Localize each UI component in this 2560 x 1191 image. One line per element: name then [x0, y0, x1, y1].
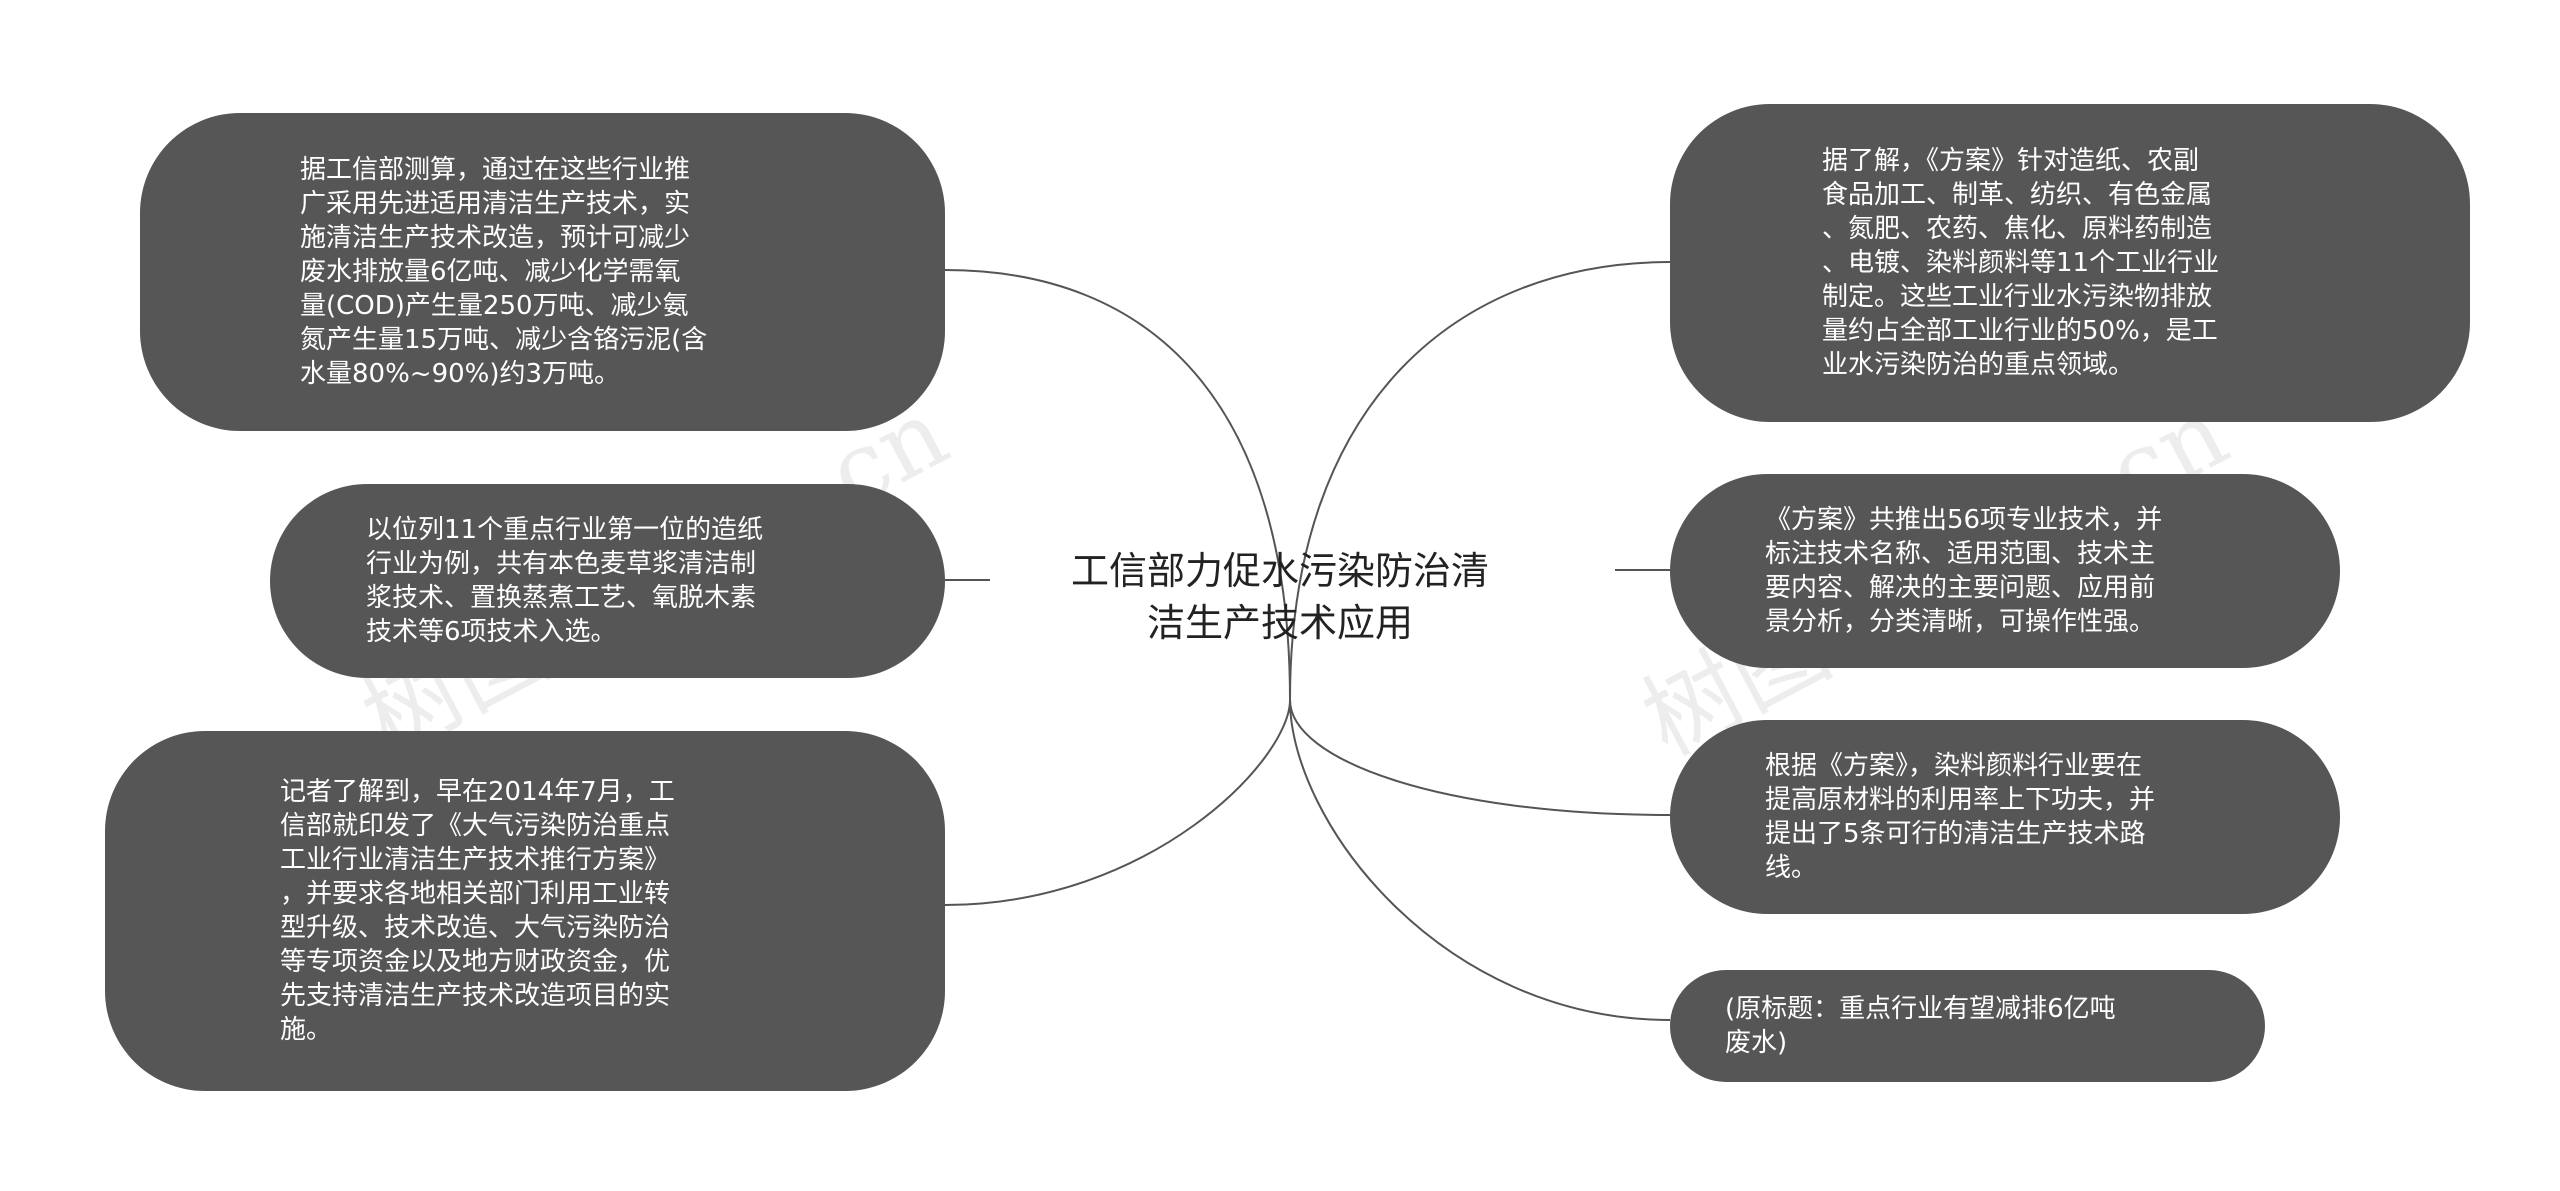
- link-left-3: [944, 699, 1291, 906]
- topic-text: 记者了解到，早在2014年7月，工 信部就印发了《大气污染防治重点 工业行业清洁…: [280, 777, 675, 1045]
- topic-node-left-1[interactable]: 据工信部测算，通过在这些行业推 广采用先进适用清洁生产技术，实 施清洁生产技术改…: [140, 113, 945, 431]
- central-topic[interactable]: 工信部力促水污染防治清 洁生产技术应用: [1055, 537, 1505, 657]
- topic-text: 据了解，《方案》针对造纸、农副 食品加工、制革、纺织、有色金属 、氮肥、农药、焦…: [1822, 146, 2220, 380]
- topic-node-right-4[interactable]: (原标题：重点行业有望减排6亿吨 废水): [1670, 970, 2265, 1082]
- topic-text: (原标题：重点行业有望减排6亿吨 废水): [1725, 994, 2116, 1058]
- link-left-1: [944, 269, 1291, 701]
- link-right-4: [1289, 699, 1671, 1021]
- topic-node-left-2[interactable]: 以位列11个重点行业第一位的造纸 行业为例，共有本色麦草浆清洁制 浆技术、置换蒸…: [270, 484, 945, 678]
- link-right-1: [1289, 261, 1671, 701]
- topic-text: 以位列11个重点行业第一位的造纸 行业为例，共有本色麦草浆清洁制 浆技术、置换蒸…: [366, 515, 764, 647]
- central-topic-label: 工信部力促水污染防治清 洁生产技术应用: [1070, 549, 1489, 645]
- topic-node-right-2[interactable]: 《方案》共推出56项专业技术，并 标注技术名称、适用范围、技术主 要内容、解决的…: [1670, 474, 2340, 668]
- topic-node-left-3[interactable]: 记者了解到，早在2014年7月，工 信部就印发了《大气污染防治重点 工业行业清洁…: [105, 731, 945, 1091]
- topic-text: 据工信部测算，通过在这些行业推 广采用先进适用清洁生产技术，实 施清洁生产技术改…: [300, 155, 708, 389]
- topic-text: 《方案》共推出56项专业技术，并 标注技术名称、适用范围、技术主 要内容、解决的…: [1765, 505, 2163, 637]
- link-right-3: [1289, 699, 1671, 816]
- topic-node-right-3[interactable]: 根据《方案》，染料颜料行业要在 提高原材料的利用率上下功夫，并 提出了5条可行的…: [1670, 720, 2340, 914]
- topic-text: 根据《方案》，染料颜料行业要在 提高原材料的利用率上下功夫，并 提出了5条可行的…: [1765, 751, 2156, 883]
- topic-node-right-1[interactable]: 据了解，《方案》针对造纸、农副 食品加工、制革、纺织、有色金属 、氮肥、农药、焦…: [1670, 104, 2470, 422]
